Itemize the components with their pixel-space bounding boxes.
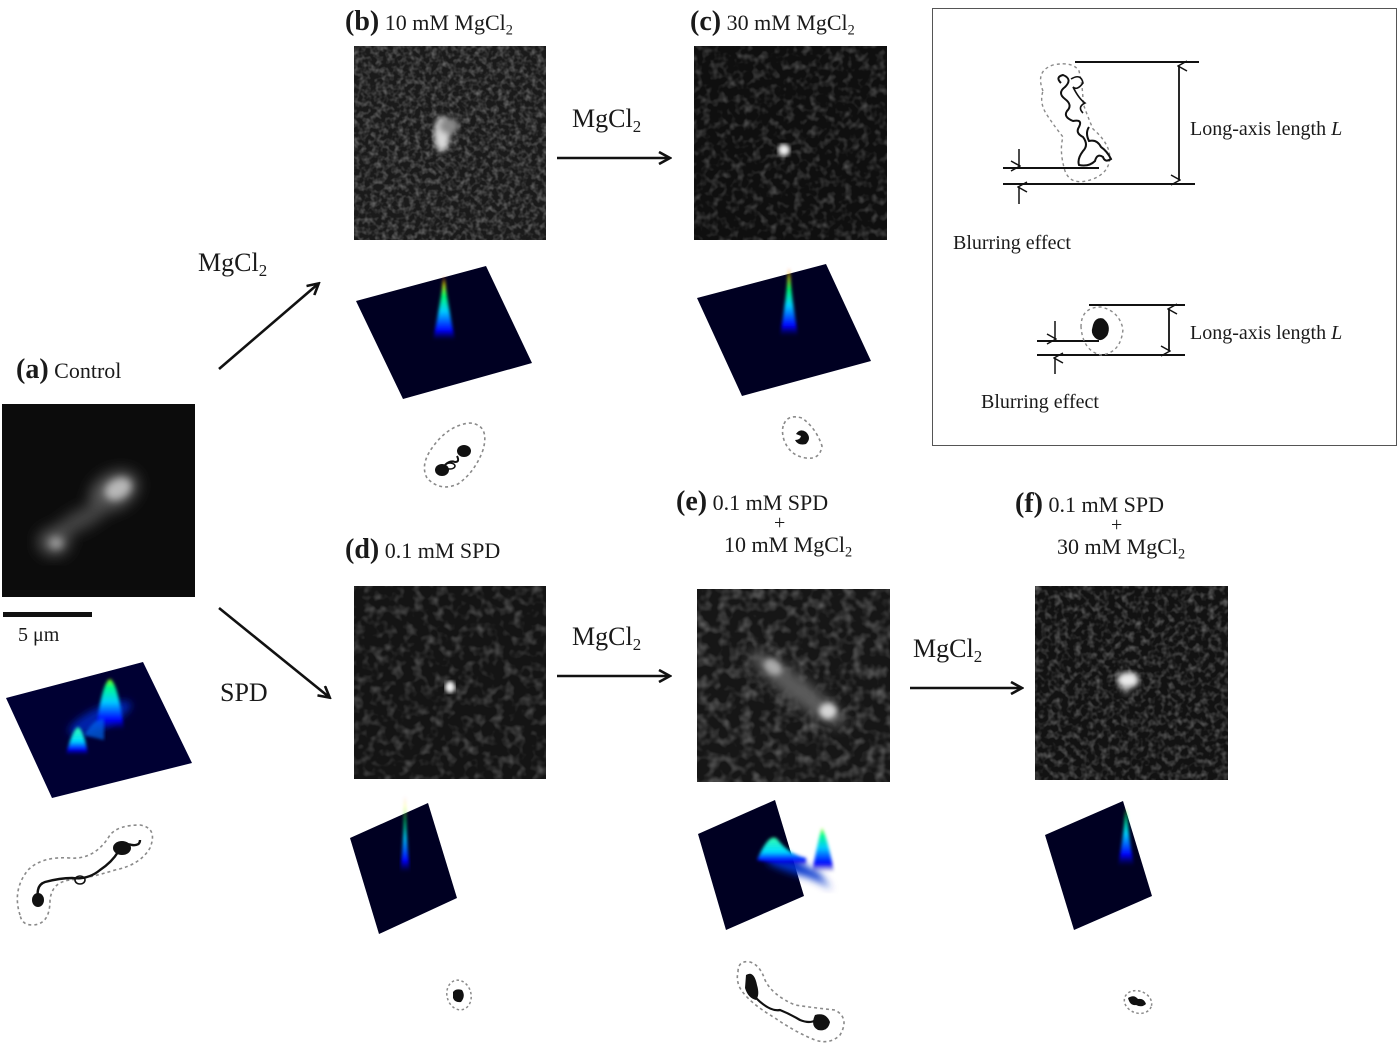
surface-plot-f (1045, 801, 1152, 930)
subscript: 2 (847, 22, 855, 39)
condition-text: 30 mM MgCl (1057, 534, 1179, 559)
dna-fluorescence-image (694, 46, 887, 240)
subscript: 2 (1178, 546, 1186, 563)
panel-letter: (b) (345, 6, 380, 37)
panel-condition: 30 mM MgCl (726, 10, 848, 35)
label-text: Long-axis length (1190, 118, 1332, 140)
top-blurring-effect-label: Blurring effect (953, 232, 1071, 254)
micrograph-b (354, 46, 546, 240)
panel-letter: (d) (345, 534, 380, 565)
dna-fluorescence-image (697, 589, 890, 782)
dna-fluorescence-image (1035, 586, 1228, 780)
long-axis-schematic (1003, 9, 1199, 374)
panel-condition-line1: 0.1 mM SPD (1048, 492, 1165, 517)
panel-b-label: (b) 10 mM MgCl2 (345, 8, 513, 38)
subscript: 2 (632, 635, 642, 655)
scale-bar (3, 612, 92, 617)
panel-c-label: (c) 30 mM MgCl2 (690, 8, 855, 38)
subscript: 2 (845, 544, 853, 561)
top-long-axis-label: Long-axis length L (1190, 119, 1342, 139)
scale-bar-label: 5 μm (18, 624, 60, 646)
surface-plot-d (350, 796, 457, 934)
plus-sign: + (1111, 514, 1123, 536)
arrow-label-a-to-d: SPD (220, 678, 268, 707)
panel-letter: (a) (16, 354, 49, 385)
process-arrows (218, 158, 1021, 697)
micrograph-a-control (2, 404, 195, 597)
panel-condition: 10 mM MgCl (384, 10, 506, 35)
bottom-blurring-effect-label: Blurring effect (981, 391, 1099, 413)
micrograph-e (697, 589, 890, 782)
arrow-label-text: MgCl (913, 634, 974, 663)
contour-sketch-b (423, 422, 486, 488)
panel-condition: Control (54, 358, 122, 383)
subscript: 2 (632, 117, 642, 137)
arrow-label-a-to-b: MgCl2 (198, 250, 267, 280)
surface-plot-a (6, 662, 192, 798)
contour-sketch-f (1123, 989, 1153, 1015)
dna-fluorescence-image (354, 586, 546, 779)
bottom-long-axis-label: Long-axis length L (1190, 323, 1342, 343)
inset-schematic-box: Long-axis length L Blurring effect Long-… (932, 8, 1397, 446)
panel-d-label: (d) 0.1 mM SPD (345, 536, 500, 564)
arrow-label-text: MgCl (572, 104, 633, 133)
panel-e-label: (e) 0.1 mM SPD + 10 mM MgCl2 (676, 488, 906, 563)
panel-condition-line1: 0.1 mM SPD (712, 490, 829, 515)
length-symbol: L (1331, 118, 1343, 140)
surface-plot-b (356, 266, 532, 399)
micrograph-f (1035, 586, 1228, 780)
length-symbol: L (1331, 322, 1343, 344)
plus-sign: + (774, 512, 786, 534)
condition-text: 10 mM MgCl (724, 532, 846, 557)
panel-letter: (f) (1015, 488, 1043, 519)
subscript: 2 (973, 647, 983, 667)
surface-plot-e (698, 800, 834, 930)
top-schematic (1003, 62, 1199, 204)
panel-condition-line2: 10 mM MgCl2 (724, 532, 954, 561)
label-text: Long-axis length (1190, 322, 1332, 344)
arrow-icon (218, 284, 318, 370)
panel-letter: (e) (676, 486, 708, 517)
micrograph-c (694, 46, 887, 240)
bottom-schematic (1037, 305, 1185, 374)
panel-condition-line2: 30 mM MgCl2 (1057, 534, 1287, 563)
panel-letter: (c) (690, 6, 722, 37)
arrow-label-text: MgCl (572, 622, 633, 651)
contour-sketch-c (781, 416, 823, 460)
dna-fluorescence-image (354, 46, 546, 240)
subscript: 2 (505, 22, 513, 39)
dna-fluorescence-image (38, 470, 139, 556)
arrow-label-e-to-f: MgCl2 (913, 636, 982, 666)
panel-f-label: (f) 0.1 mM SPD + 30 mM MgCl2 (1015, 490, 1245, 565)
arrow-label-d-to-e: MgCl2 (572, 624, 641, 654)
panel-condition: 0.1 mM SPD (384, 538, 501, 563)
contour-sketch-e (736, 960, 845, 1043)
contour-sketch-d (446, 979, 472, 1011)
arrow-label-b-to-c: MgCl2 (572, 106, 641, 136)
contour-sketch-a (16, 824, 154, 926)
subscript: 2 (258, 261, 268, 281)
surface-plot-c (697, 264, 871, 396)
micrograph-d (354, 586, 546, 779)
panel-a-label: (a) Control (16, 356, 121, 384)
arrow-label-text: MgCl (198, 248, 259, 277)
